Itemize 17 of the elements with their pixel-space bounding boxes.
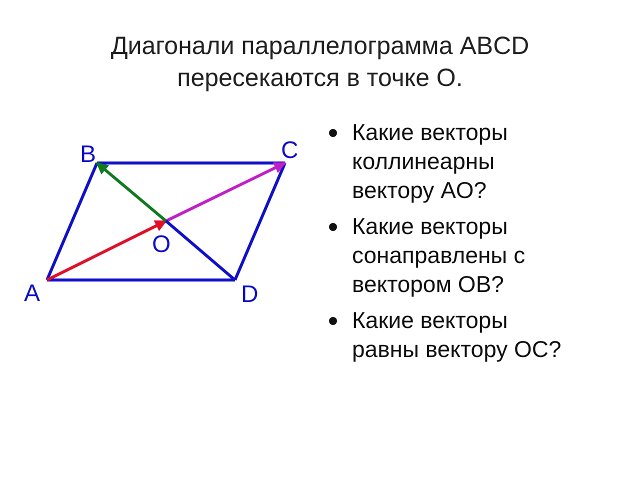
line-segment: [165, 220, 236, 282]
question-text: Какие векторы равны вектору OC?: [352, 307, 562, 362]
line-segment: [47, 278, 235, 282]
line-segment: [234, 162, 286, 281]
arrow: [165, 162, 286, 222]
title: Диагонали параллелограмма ABCD пересекаются в точке O.: [110, 31, 530, 94]
arrow: [96, 162, 167, 222]
vertex-label: D: [241, 283, 258, 307]
arrow: [46, 220, 168, 282]
line-segment: [97, 162, 285, 164]
vertex-label: B: [80, 143, 96, 167]
line-segment: [46, 162, 98, 281]
vertex-label: C: [281, 139, 298, 163]
vertex-label: A: [24, 282, 40, 306]
question-text: Какие векторы сонаправлены с вектором OB?: [352, 213, 526, 297]
question-text: Какие векторы коллинеарны вектору AO?: [352, 119, 508, 203]
vertex-label: O: [152, 233, 171, 257]
